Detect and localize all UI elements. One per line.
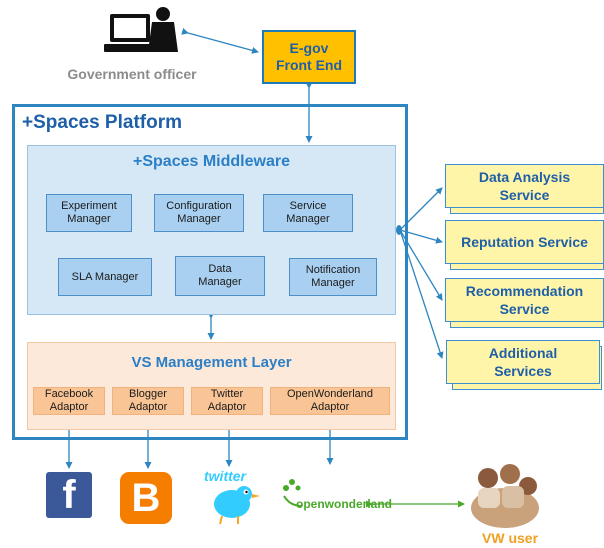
- manager-line2: Manager: [286, 213, 330, 225]
- service-line1: Additional: [488, 345, 558, 361]
- facebook-logo-icon[interactable]: f: [46, 472, 92, 518]
- reputation-service-box[interactable]: Reputation Service: [445, 220, 604, 264]
- platform-title: +Spaces Platform: [22, 112, 182, 133]
- manager-line1: Experiment: [61, 200, 117, 212]
- manager-line1: Notification: [305, 264, 361, 276]
- service-line1: Recommendation: [465, 283, 584, 299]
- manager-line1: Data: [208, 263, 232, 275]
- adaptor-line2: Adaptor: [49, 401, 89, 413]
- service-line1: Data Analysis: [478, 169, 571, 185]
- spaces-platform-box: [12, 104, 408, 440]
- vs-management-layer-title: VS Management Layer: [131, 354, 292, 371]
- sla-manager-box[interactable]: SLA Manager: [58, 258, 152, 296]
- egov-line1: E-gov: [289, 40, 329, 56]
- openwonderland-logo-text[interactable]: openwonderland: [296, 497, 392, 511]
- blogger-logo-icon[interactable]: B: [120, 472, 172, 524]
- egov-line2: Front End: [275, 57, 343, 73]
- service-line1: Reputation Service: [461, 234, 588, 250]
- manager-line2: Manager: [198, 276, 242, 288]
- vs-management-layer-box: [27, 342, 396, 430]
- adaptor-line2: Adaptor: [128, 401, 168, 413]
- manager-line1: Configuration: [166, 200, 232, 212]
- government-officer-label: Government officer: [67, 66, 197, 82]
- manager-line2: Manager: [67, 213, 111, 225]
- adaptor-line2: Adaptor: [207, 401, 247, 413]
- manager-line1: Service: [289, 200, 327, 212]
- officer-egov-arrow: [181, 28, 259, 54]
- avatar-group-icon: [471, 464, 539, 528]
- adaptor-line1: Facebook: [44, 388, 94, 400]
- service-line2: Service: [499, 301, 550, 317]
- service-line2: Service: [499, 187, 550, 203]
- manager-line2: Manager: [311, 277, 355, 289]
- adaptor-line2: Adaptor: [310, 401, 350, 413]
- adaptor-line1: OpenWonderland: [286, 388, 374, 400]
- middleware-title: +Spaces Middleware: [133, 153, 290, 170]
- twitter-logo-text[interactable]: twitter: [204, 468, 246, 484]
- adaptor-line1: Blogger: [129, 388, 167, 400]
- manager-line1: SLA Manager: [71, 270, 139, 283]
- adaptor-line1: Twitter: [210, 388, 244, 400]
- computer-user-icon: [104, 7, 178, 52]
- twitter-bird-icon: [214, 486, 260, 525]
- service-line2: Services: [494, 363, 552, 379]
- manager-line2: Manager: [177, 213, 221, 225]
- egov-front-end-box[interactable]: E-gov Front End: [262, 30, 356, 84]
- vw-user-label: VW user: [482, 530, 539, 546]
